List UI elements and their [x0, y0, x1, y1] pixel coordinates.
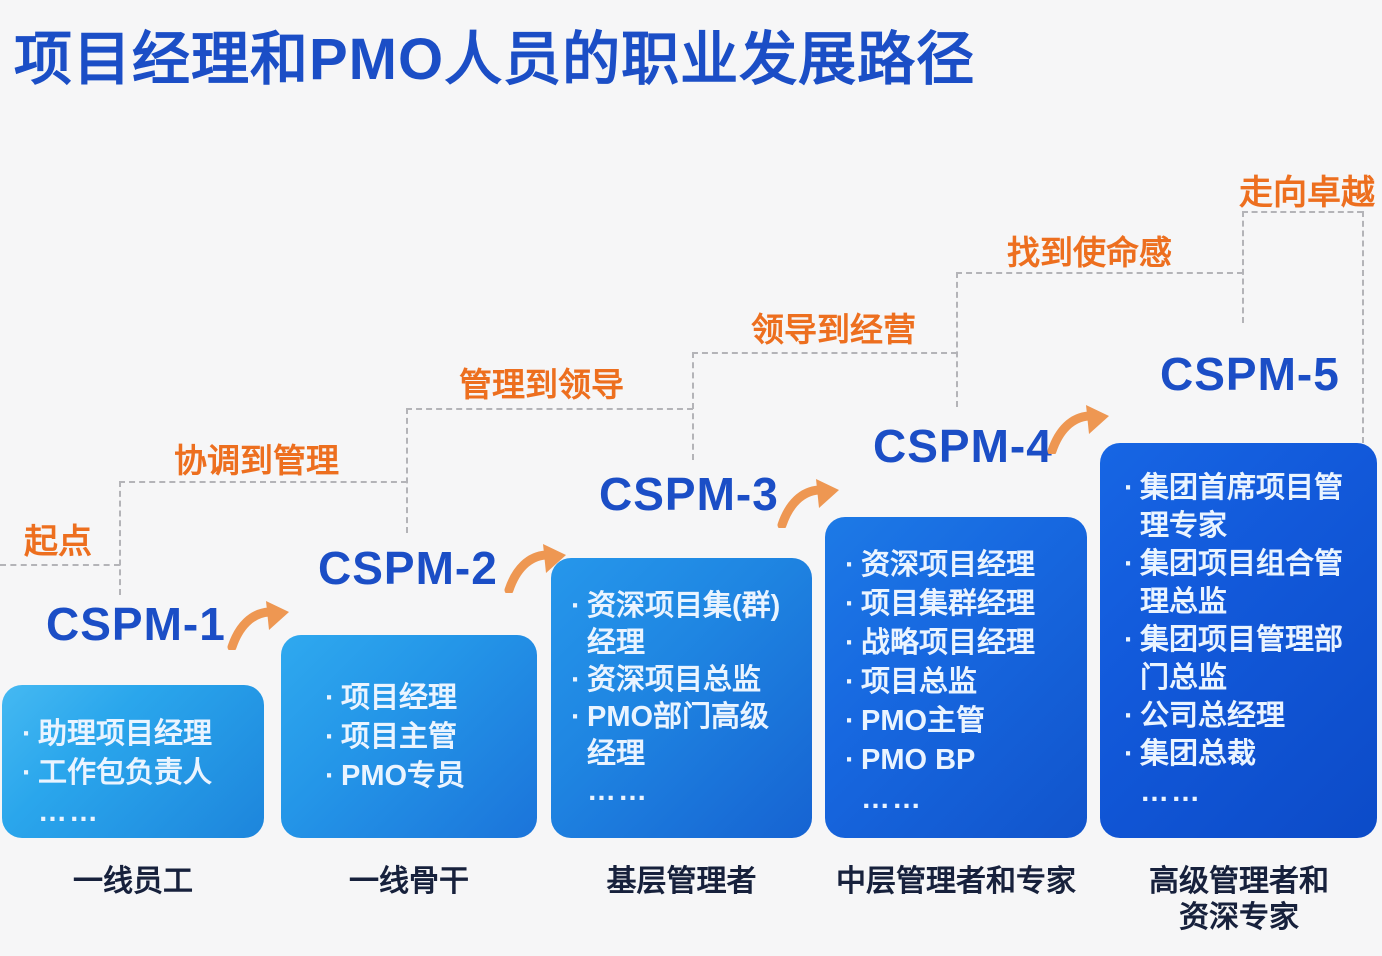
step-line-v1 — [119, 481, 121, 595]
ellipsis-row: …… — [861, 783, 923, 815]
bullet-dot: · — [1124, 700, 1134, 732]
roles-box-cspm1: ·助理项目经理 ·工作包负责人 …… — [2, 685, 264, 838]
step-line-v3 — [692, 352, 694, 460]
level-heading-cspm5: CSPM-5 — [1160, 348, 1340, 400]
role-item: ·资深项目总监 — [571, 662, 794, 699]
role-item: ·项目总监 — [845, 663, 1069, 702]
bullet-dot: · — [845, 744, 855, 776]
role-item: ·集团总裁 — [1124, 735, 1359, 773]
bullet-dot: · — [845, 549, 855, 581]
role-item: ·助理项目经理 — [22, 715, 246, 754]
transition-label-stage4: 领导到经营 — [751, 311, 916, 348]
bullet-dot: · — [325, 760, 335, 792]
role-item: ·战略项目经理 — [845, 624, 1069, 663]
step-line-v2 — [406, 408, 408, 533]
role-item: ·项目经理 — [325, 679, 519, 718]
step-line-h6 — [1242, 211, 1363, 213]
roles-box-cspm4: ·资深项目经理 ·项目集群经理 ·战略项目经理 ·项目总监 ·PMO主管 ·PM… — [825, 517, 1087, 838]
curved-arrow-icon-2 — [504, 544, 566, 593]
step-line-h5 — [956, 272, 1243, 274]
bullet-dot: · — [325, 721, 335, 753]
bullet-dot: · — [1124, 624, 1134, 656]
bullet-dot: · — [845, 666, 855, 698]
bullet-dot: · — [22, 718, 32, 750]
transition-label-summit: 走向卓越 — [1239, 174, 1375, 212]
category-label-frontline-backbone: 一线骨干 — [349, 865, 469, 898]
bullet-dot: · — [325, 682, 335, 714]
role-item: ·集团项目组合管理总监 — [1124, 545, 1359, 621]
bullet-dot: · — [571, 590, 581, 622]
bullet-dot: · — [845, 588, 855, 620]
ellipsis-row: …… — [587, 775, 649, 807]
role-item: ·资深项目经理 — [845, 546, 1069, 585]
role-item: ·PMO专员 — [325, 757, 519, 796]
bullet-dot: · — [22, 757, 32, 789]
bullet-dot: · — [845, 705, 855, 737]
role-item: ·项目主管 — [325, 718, 519, 757]
level-heading-cspm1: CSPM-1 — [46, 598, 226, 650]
category-label-middle-managers: 中层管理者和专家 — [836, 865, 1076, 898]
level-heading-cspm3: CSPM-3 — [599, 468, 779, 520]
step-line-h1 — [0, 564, 120, 566]
role-item: ·工作包负责人 — [22, 754, 246, 793]
curved-arrow-icon-4 — [1047, 405, 1109, 454]
step-line-v5 — [1242, 211, 1244, 323]
level-heading-cspm4: CSPM-4 — [873, 420, 1053, 472]
role-item: ·PMO BP — [845, 741, 1069, 780]
bullet-dot: · — [571, 701, 581, 733]
ellipsis-row: …… — [1140, 776, 1202, 808]
level-heading-cspm2: CSPM-2 — [318, 542, 498, 594]
roles-box-cspm2: ·项目经理 ·项目主管 ·PMO专员 — [281, 635, 537, 838]
category-label-frontline-staff: 一线员工 — [73, 865, 193, 898]
category-label-senior-managers: 高级管理者和资深专家 — [1149, 865, 1329, 934]
transition-label-stage5: 找到使命感 — [1007, 234, 1172, 271]
transition-label-stage3: 管理到领导 — [459, 366, 624, 403]
role-item: ·PMO部门高级经理 — [571, 701, 770, 770]
bullet-dot: · — [1124, 472, 1134, 504]
role-item: ·集团首席项目管理专家 — [1124, 469, 1359, 545]
bullet-dot: · — [571, 664, 581, 696]
category-label-junior-managers: 基层管理者 — [606, 865, 757, 898]
transition-label-stage2: 协调到管理 — [174, 442, 339, 479]
step-line-v6 — [1362, 211, 1364, 443]
role-item: ·PMO主管 — [845, 702, 1069, 741]
page-title: 项目经理和PMO人员的职业发展路径 — [14, 27, 976, 92]
bullet-dot: · — [845, 627, 855, 659]
ellipsis-row: …… — [38, 796, 100, 828]
bullet-dot: · — [1124, 738, 1134, 770]
step-line-h2 — [119, 481, 407, 483]
step-line-v4 — [956, 272, 958, 407]
step-line-h4 — [692, 352, 957, 354]
curved-arrow-icon-1 — [227, 601, 289, 650]
transition-label-start: 起点 — [24, 523, 92, 561]
bullet-dot: · — [1124, 548, 1134, 580]
role-item: ·公司总经理 — [1124, 697, 1359, 735]
roles-box-cspm5: ·集团首席项目管理专家 ·集团项目组合管理总监 ·集团项目管理部门总监 ·公司总… — [1100, 443, 1377, 838]
role-item: ·资深项目集(群)经理 — [571, 590, 781, 659]
role-item: ·集团项目管理部门总监 — [1124, 621, 1359, 697]
role-item: ·项目集群经理 — [845, 585, 1069, 624]
step-line-h3 — [406, 408, 693, 410]
roles-box-cspm3: ·资深项目集(群)经理 ·资深项目总监 ·PMO部门高级经理 …… — [551, 558, 812, 838]
curved-arrow-icon-3 — [777, 479, 839, 528]
